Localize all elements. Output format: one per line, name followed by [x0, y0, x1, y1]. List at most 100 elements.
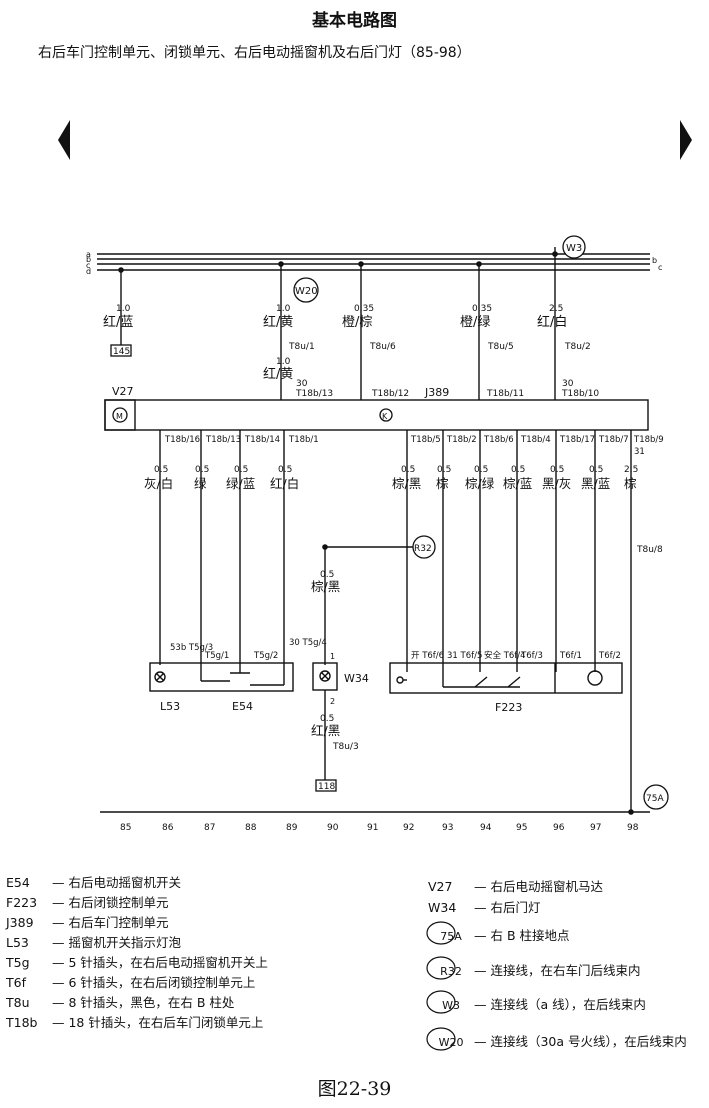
previous-page-arrow-icon[interactable] — [58, 120, 70, 160]
grid-94: 94 — [480, 823, 492, 833]
top-wire-5-module-pin: T18b/10 — [561, 389, 599, 399]
top-wire-4-pin: T8u/5 — [487, 342, 514, 352]
legend-row-t18b: T18b— 18 针插头，在右后车门闭锁单元上 — [6, 1015, 264, 1030]
j389-label: J389 — [424, 386, 449, 399]
grid-85: 85 — [120, 823, 131, 833]
lock-pin-5: T6f/1 — [559, 651, 582, 661]
v27-label: V27 — [112, 385, 134, 398]
w34-wire-pin: T8u/3 — [332, 742, 359, 752]
bottom-wire-3-color: 绿/蓝 — [226, 476, 255, 491]
bottom-wire-11-term: 31 — [634, 447, 645, 457]
grid-88: 88 — [245, 823, 257, 833]
w20-label: W20 — [295, 286, 318, 297]
legend-row-e54: E54— 右后电动摇窗机开关 — [6, 875, 181, 890]
top-wire-5-pin: T8u/2 — [564, 342, 591, 352]
legend-row-75a: 75A— 右 B 柱接地点 — [440, 928, 570, 943]
top-wire-2-pin: T8u/1 — [288, 342, 315, 352]
bottom-wire-4-pin: T18b/1 — [288, 435, 319, 445]
legend-row-v27: V27— 右后电动摇窗机马达 — [428, 879, 603, 894]
legend-row-l53: L53— 摇窗机开关指示灯泡 — [6, 935, 181, 950]
top-wire-2-color: 红/黄 — [263, 314, 293, 330]
top-wire-2-size2: 1.0 — [276, 357, 291, 367]
bottom-wire-10-pin: T18b/7 — [598, 435, 629, 445]
connector-145 — [110, 344, 132, 357]
legend-row-f223: F223— 右后闭锁控制单元 — [6, 895, 169, 910]
lock-pin-6: T6f/2 — [598, 651, 621, 661]
module-j389 — [104, 399, 649, 431]
switch-pin-4: 30 T5g/4 — [289, 638, 327, 648]
top-wire-4-color: 橙/绿 — [460, 315, 490, 330]
legend-row-t6f: T6f— 6 针插头，在右后闭锁控制单元上 — [6, 975, 256, 990]
grid-86: 86 — [162, 823, 174, 833]
motor-symbol — [112, 407, 128, 423]
lock-pin-4: T6f/3 — [520, 651, 543, 661]
grid-95: 95 — [516, 823, 527, 833]
top-wire-3-module-pin: T18b/12 — [371, 389, 409, 399]
top-wire-2-term: 30 — [296, 379, 308, 389]
w34-wire-1-size: 0.5 — [320, 570, 334, 580]
connector-r32 — [412, 535, 436, 559]
bottom-wire-7-pin: T18b/6 — [483, 435, 514, 445]
ground-75a — [643, 784, 669, 810]
bottom-wire-8-size: 0.5 — [511, 465, 525, 475]
bus-label-c: c — [86, 261, 90, 270]
bottom-wire-10-size: 0.5 — [589, 465, 603, 475]
top-wire-1-size: 1.0 — [116, 304, 131, 314]
p145-label: 145 — [113, 347, 130, 357]
legend-row-r32: R32— 连接线，在右车门后线束内 — [440, 963, 641, 978]
grid-91: 91 — [367, 823, 378, 833]
switch-pin-3: T5g/2 — [253, 651, 278, 661]
w34-label: W34 — [344, 672, 369, 685]
grid-96: 96 — [553, 823, 565, 833]
bottom-wire-6-color: 棕 — [436, 476, 449, 491]
bottom-wire-11-color: 棕 — [624, 476, 637, 491]
page-title: 基本电路图 — [312, 11, 397, 31]
legend-row-t8u: T8u— 8 针插头，黑色，在右 B 柱处 — [6, 995, 235, 1010]
w34-wire-2-size: 0.5 — [320, 714, 334, 724]
grid-92: 92 — [403, 823, 414, 833]
w34-wire-1-color: 棕/黑 — [311, 579, 340, 594]
bus-label-b-right: b — [652, 256, 657, 265]
bottom-wire-9-size: 0.5 — [550, 465, 564, 475]
bottom-wire-8-color: 棕/蓝 — [503, 476, 532, 491]
legend-row-w34: W34— 右后门灯 — [428, 900, 541, 915]
bottom-wire-1-size: 0.5 — [154, 465, 168, 475]
bus-label-b: b — [86, 255, 91, 264]
bottom-wire-9-pin: T18b/17 — [559, 435, 595, 445]
top-wire-3-size: 0.35 — [354, 304, 374, 314]
top-wire-4-module-pin: T18b/11 — [486, 389, 524, 399]
p118-label: 118 — [318, 782, 335, 792]
bottom-wire-9-color: 黑/灰 — [542, 476, 571, 491]
switch-block-e54 — [149, 662, 294, 692]
legend-row-j389: J389— 右后车门控制单元 — [6, 915, 169, 930]
legend-row-t5g: T5g— 5 针插头，在右后电动摇窗机开关上 — [6, 955, 268, 970]
next-page-arrow-icon[interactable] — [680, 120, 692, 160]
bottom-wire-5-color: 棕/黑 — [392, 476, 421, 491]
bottom-wire-11-size: 2.5 — [624, 465, 638, 475]
bottom-wire-5-pin: T18b/5 — [410, 435, 441, 445]
switch-pin-2: T5g/1 — [204, 651, 229, 661]
w3-label: W3 — [566, 243, 582, 254]
lock-pin-3: 安全 T6f/4 — [484, 650, 526, 661]
figure-caption: 图22-39 — [317, 1078, 392, 1100]
bottom-wire-3-pin: T18b/14 — [244, 435, 280, 445]
lock-pin-2: 31 T6f/5 — [447, 651, 482, 661]
w34-pin-2: 2 — [330, 697, 335, 706]
grid-97: 97 — [590, 823, 601, 833]
bottom-wire-1-pin: T18b/16 — [164, 435, 200, 445]
e54-label: E54 — [232, 700, 253, 713]
top-wire-3-color: 橙/棕 — [342, 315, 372, 330]
bottom-wire-2-color: 绿 — [194, 476, 207, 491]
w34-pin-1: 1 — [330, 652, 335, 661]
bottom-wire-1-color: 灰/白 — [144, 476, 173, 491]
top-wire-5-size: 2.5 — [549, 304, 563, 314]
circuit-diagram: a b c d b c W3 W20 R32 75A 145 118 1.0 红… — [86, 235, 669, 1051]
motor-label: M — [116, 412, 123, 421]
bottom-wire-4-size: 0.5 — [278, 465, 292, 475]
l53-label: L53 — [160, 700, 180, 713]
top-wire-5-color: 红/白 — [537, 314, 567, 330]
bottom-wire-4-color: 红/白 — [270, 476, 299, 491]
bottom-wire-11-pin2: T8u/8 — [636, 545, 663, 555]
top-wire-1-color: 红/蓝 — [103, 314, 133, 330]
legend-row-w3: W3— 连接线（a 线），在后线束内 — [442, 997, 646, 1012]
